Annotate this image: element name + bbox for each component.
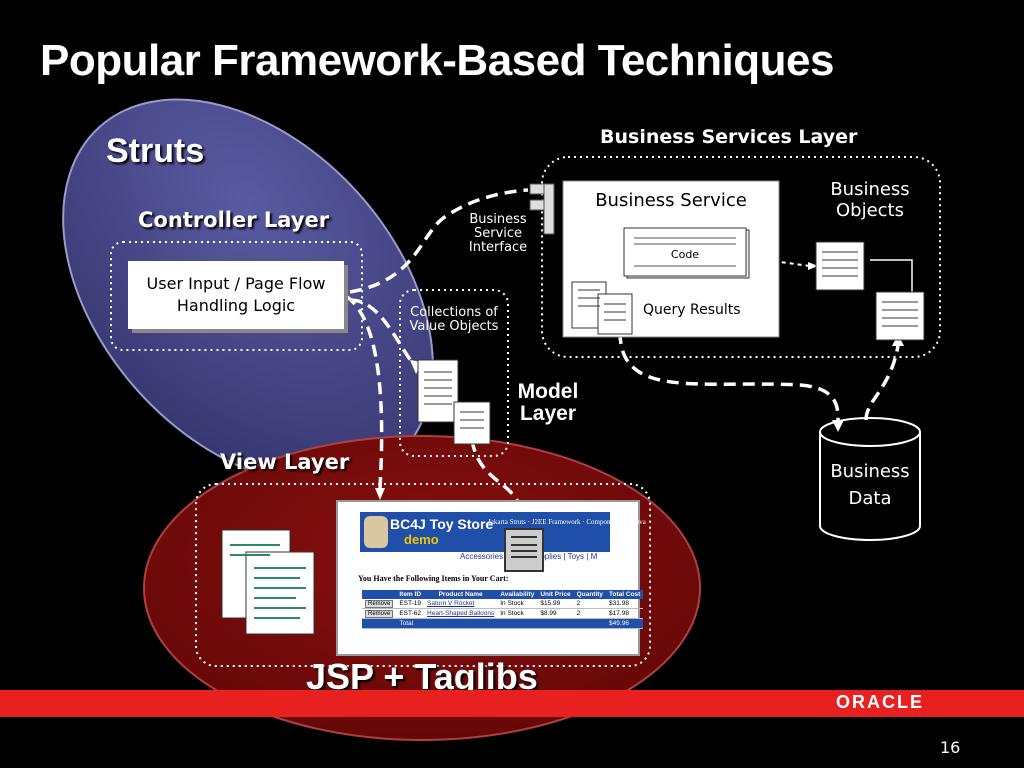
store-tagline: Jakarta Struts · J2EE Framework · Compon…: [488, 518, 646, 526]
item-id: EST-19: [396, 599, 425, 609]
page-number: 16: [940, 738, 961, 757]
business-service-label: Business Service: [595, 190, 747, 211]
remove-button[interactable]: Remove: [365, 600, 394, 608]
oracle-footer-bar: [0, 690, 1024, 717]
flow-controller-to-interface: [349, 188, 529, 294]
unit-price: $8.99: [537, 608, 574, 619]
model-layer-label: Model Layer: [510, 381, 586, 425]
model-label-line1: Model: [517, 380, 579, 403]
flow-service-to-data: [618, 331, 840, 423]
oracle-logo: ORACLE: [836, 692, 924, 712]
flow-controller-to-collections: [349, 298, 416, 367]
view-boundary: [195, 483, 651, 667]
table-row: Remove EST-19 Saturn V Rocket In Stock $…: [362, 599, 644, 609]
collections-label: Collections of Value Objects: [409, 305, 499, 334]
flow-controller-to-view: [344, 294, 384, 489]
unit-price: $15.99: [537, 599, 574, 609]
remove-button[interactable]: Remove: [365, 610, 394, 618]
table-row: Remove EST-62 Heart-Shaped Balloons In S…: [362, 608, 644, 619]
cart-heading: You Have the Following Items in Your Car…: [358, 574, 509, 583]
product-link[interactable]: Heart-Shaped Balloons: [427, 610, 495, 617]
col-header: [362, 590, 397, 599]
store-subtitle: demo: [404, 532, 439, 547]
item-id: EST-62: [396, 608, 425, 619]
total-value: $49.96: [606, 618, 644, 629]
total-cost: $17.98: [606, 608, 644, 619]
total-row: Total $49.96: [362, 618, 644, 629]
service-interface-label: Business Service Interface: [468, 212, 528, 255]
business-object-docs: [815, 241, 925, 341]
business-objects-label: Business Objects: [830, 179, 910, 221]
availability: In Stock: [497, 608, 538, 619]
availability: In Stock: [497, 599, 538, 609]
cart-table: Item ID Product Name Availability Unit P…: [362, 590, 644, 629]
struts-title: Struts: [106, 132, 205, 170]
business-services-layer-title: Business Services Layer: [600, 126, 858, 148]
business-data-label: Business Data: [830, 461, 910, 509]
controller-boundary: [110, 241, 363, 351]
view-layer-label: View Layer: [220, 450, 350, 474]
col-header: Availability: [497, 590, 538, 599]
col-header: Unit Price: [537, 590, 574, 599]
col-header: Quantity: [573, 590, 607, 599]
total-cost: $31.98: [606, 599, 644, 609]
collection-docs: [417, 359, 491, 445]
col-header: Total Cost: [606, 590, 644, 599]
controller-layer-label: Controller Layer: [138, 208, 330, 232]
total-label: Total: [396, 618, 425, 629]
jsp-page-docs: [221, 529, 315, 635]
store-header: [360, 512, 610, 552]
code-document: [623, 227, 747, 277]
value-object-doc-icon: [504, 528, 544, 572]
code-label: Code: [670, 248, 700, 261]
quantity-field[interactable]: 2: [573, 608, 607, 619]
col-header: Product Name: [424, 590, 498, 599]
product-link[interactable]: Saturn V Rocket: [427, 600, 475, 607]
slide-title: Popular Framework-Based Techniques: [40, 36, 834, 85]
toy-store-screenshot: BC4J Toy Store demo Jakarta Struts · J2E…: [336, 500, 646, 656]
business-data-cylinder: [819, 417, 921, 541]
col-header: Item ID: [396, 590, 425, 599]
flow-data-to-objects: [864, 345, 900, 421]
teddy-bear-icon: [364, 516, 388, 548]
model-boundary: [399, 289, 509, 457]
interface-connector-icon: [529, 183, 545, 195]
controller-logic-box: User Input / Page Flow Handling Logic: [128, 261, 344, 329]
store-title: BC4J Toy Store: [390, 516, 494, 532]
quantity-field[interactable]: 2: [573, 599, 607, 609]
model-label-line2: Layer: [519, 402, 577, 425]
query-results-docs: [571, 281, 633, 335]
query-results-label: Query Results: [643, 302, 741, 318]
